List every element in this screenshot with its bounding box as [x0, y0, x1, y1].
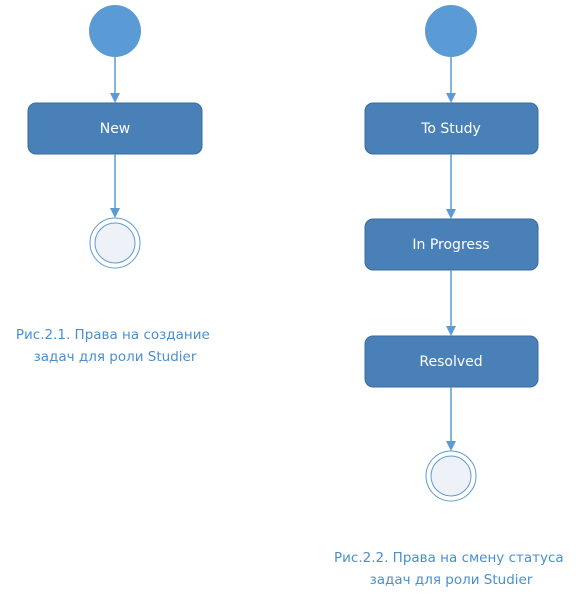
state-to-study: To Study: [364, 102, 539, 155]
start-node-2: [425, 5, 477, 57]
state-to-study-label: To Study: [420, 121, 481, 137]
state-resolved: Resolved: [364, 335, 539, 388]
caption-1-line-2: задач для роли Studier: [34, 349, 197, 365]
caption-1: Рис.2.1. Права на создание задач для рол…: [16, 327, 214, 365]
state-in-progress-label: In Progress: [412, 237, 489, 253]
end-node-2: [425, 450, 477, 502]
end-node-1: [89, 217, 141, 269]
start-node-1: [89, 5, 141, 57]
state-in-progress: In Progress: [364, 218, 539, 271]
caption-2-line-1: Рис.2.2. Права на смену статуса: [334, 550, 564, 566]
caption-2-line-2: задач для роли Studier: [370, 572, 533, 588]
caption-2: Рис.2.2. Права на смену статуса задач дл…: [334, 550, 568, 588]
diagram-1: New Рис.2.1. Права на создание задач для…: [16, 5, 214, 365]
caption-1-line-1: Рис.2.1. Права на создание: [16, 327, 210, 343]
state-new: New: [27, 102, 203, 155]
state-resolved-label: Resolved: [419, 354, 482, 370]
state-new-label: New: [100, 121, 131, 137]
diagram-2: To Study In Progress Resolved Рис.2.2. П…: [334, 5, 568, 588]
